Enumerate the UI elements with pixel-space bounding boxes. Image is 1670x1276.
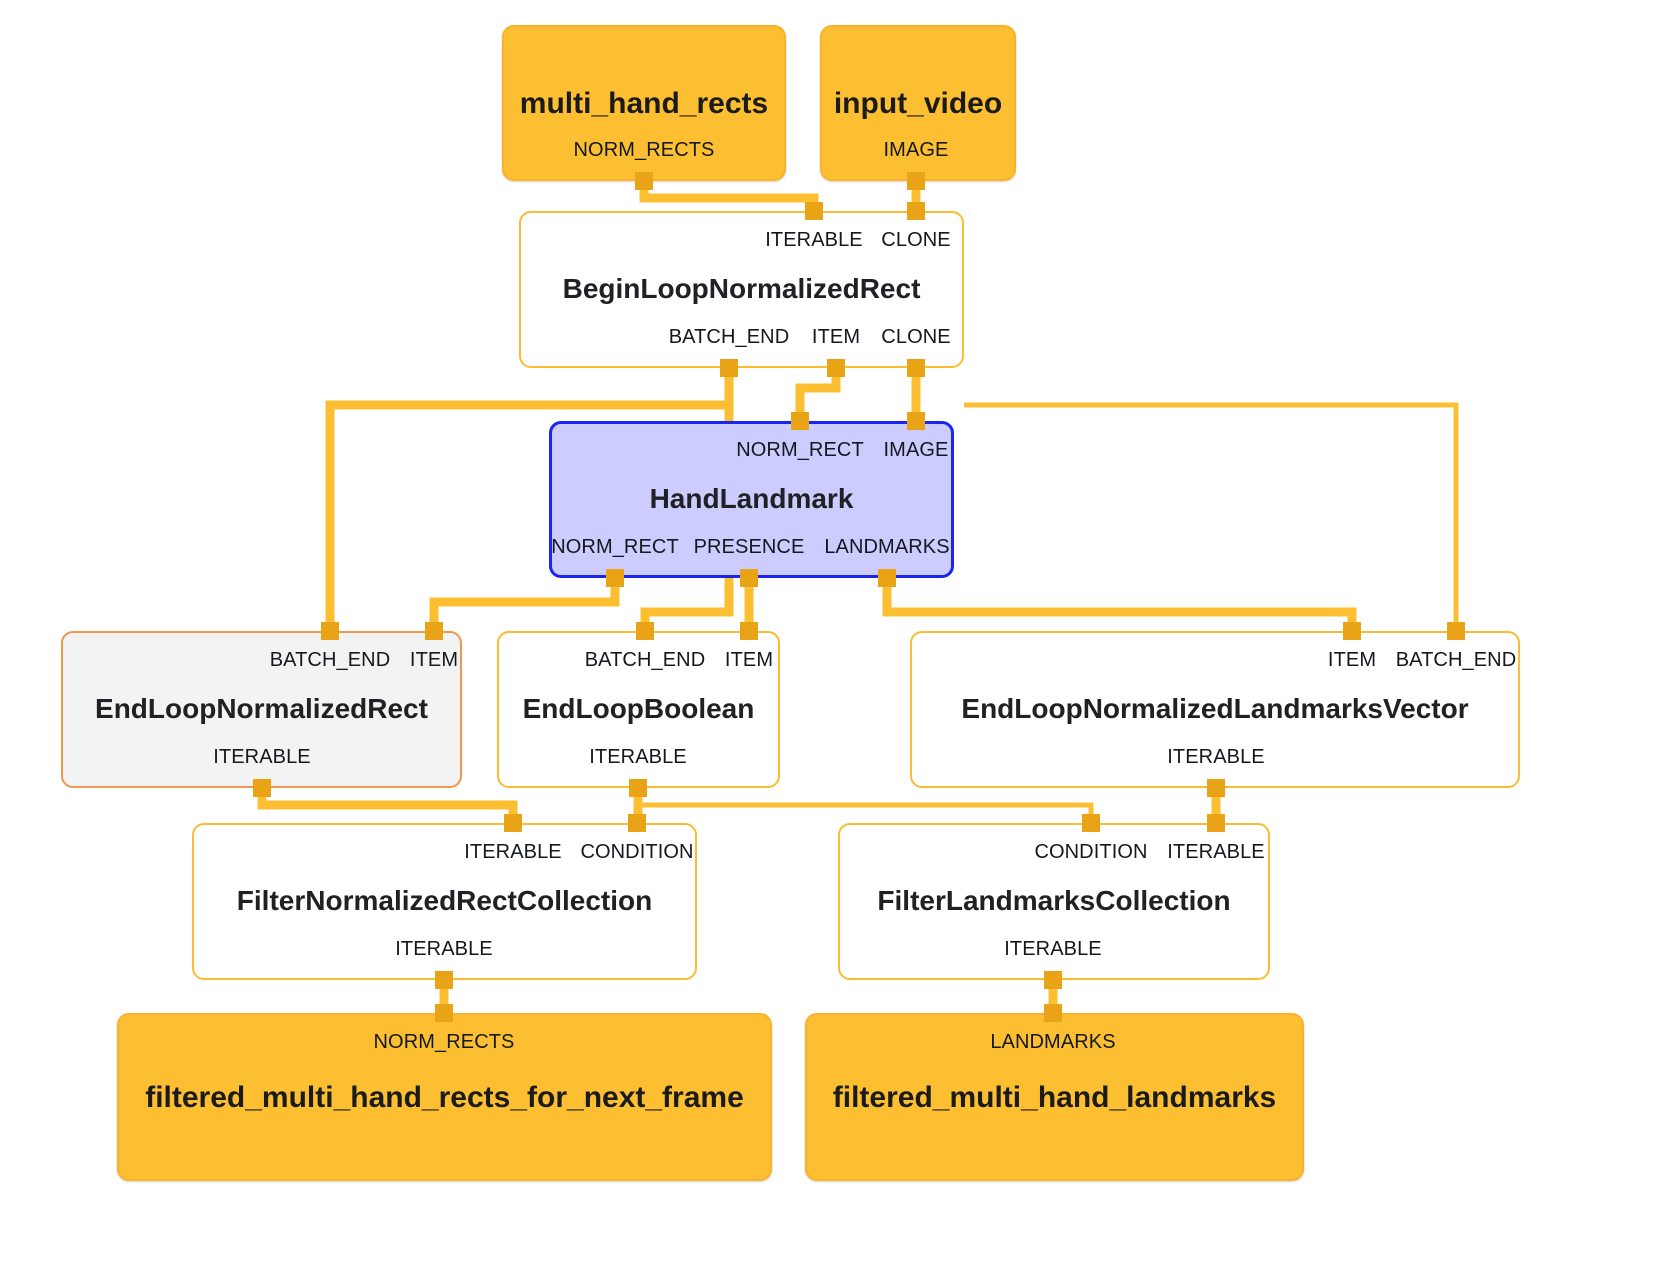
node-title: filtered_multi_hand_landmarks bbox=[832, 1080, 1277, 1114]
port-dot-out-iterable[interactable] bbox=[629, 779, 647, 797]
port-dot-out-image[interactable] bbox=[907, 172, 925, 190]
port-label-in-iterable[interactable]: ITERABLE bbox=[464, 841, 562, 863]
graph-node-EndLoopNormalizedRect[interactable]: EndLoopNormalizedRect bbox=[61, 631, 462, 788]
port-dot-out-norm_rects[interactable] bbox=[635, 172, 653, 190]
node-title: EndLoopNormalizedLandmarksVector bbox=[961, 693, 1469, 725]
port-dot-in-norm_rects[interactable] bbox=[435, 1004, 453, 1022]
port-dot-out-clone[interactable] bbox=[907, 359, 925, 377]
port-label-in-iterable[interactable]: ITERABLE bbox=[765, 229, 863, 251]
graph-edge bbox=[639, 181, 819, 211]
port-dot-in-batch_end[interactable] bbox=[321, 622, 339, 640]
port-dot-in-condition[interactable] bbox=[628, 814, 646, 832]
port-label-out-iterable[interactable]: ITERABLE bbox=[213, 746, 311, 768]
port-label-out-batch_end[interactable]: BATCH_END bbox=[668, 326, 790, 348]
port-label-out-iterable[interactable]: ITERABLE bbox=[1167, 746, 1265, 768]
port-label-in-condition[interactable]: CONDITION bbox=[580, 841, 694, 863]
port-dot-in-iterable[interactable] bbox=[805, 202, 823, 220]
graph-node-FilterNormalizedRectCollection[interactable]: FilterNormalizedRectCollection bbox=[192, 823, 697, 980]
graph-node-EndLoopNormalizedLandmarksVector[interactable]: EndLoopNormalizedLandmarksVector bbox=[910, 631, 1520, 788]
port-label-out-landmarks[interactable]: LANDMARKS bbox=[824, 536, 950, 558]
graph-node-EndLoopBoolean[interactable]: EndLoopBoolean bbox=[497, 631, 780, 788]
port-dot-out-norm_rect[interactable] bbox=[606, 569, 624, 587]
port-dot-in-item[interactable] bbox=[1343, 622, 1361, 640]
node-title: multi_hand_rects bbox=[519, 86, 769, 120]
port-dot-out-iterable[interactable] bbox=[253, 779, 271, 797]
graph-edge bbox=[429, 578, 620, 631]
port-label-in-batch_end[interactable]: BATCH_END bbox=[584, 649, 706, 671]
port-label-in-condition[interactable]: CONDITION bbox=[1034, 841, 1148, 863]
port-dot-out-landmarks[interactable] bbox=[878, 569, 896, 587]
port-label-in-iterable[interactable]: ITERABLE bbox=[1167, 841, 1265, 863]
node-title: input_video bbox=[833, 86, 1003, 120]
port-label-out-norm_rects[interactable]: NORM_RECTS bbox=[573, 139, 715, 161]
port-dot-in-condition[interactable] bbox=[1082, 814, 1100, 832]
port-label-in-landmarks[interactable]: LANDMARKS bbox=[990, 1031, 1116, 1053]
port-label-out-image[interactable]: IMAGE bbox=[883, 139, 949, 161]
port-label-out-iterable[interactable]: ITERABLE bbox=[1004, 938, 1102, 960]
port-dot-in-norm_rect[interactable] bbox=[791, 412, 809, 430]
port-label-in-norm_rect[interactable]: NORM_RECT bbox=[736, 439, 864, 461]
graph-node-BeginLoopNormalizedRect[interactable]: BeginLoopNormalizedRect bbox=[519, 211, 964, 368]
port-dot-in-iterable[interactable] bbox=[1207, 814, 1225, 832]
port-label-out-presence[interactable]: PRESENCE bbox=[693, 536, 805, 558]
graph-edge bbox=[882, 578, 1357, 631]
port-dot-in-iterable[interactable] bbox=[504, 814, 522, 832]
graph-node-multi_hand_rects[interactable]: multi_hand_rects bbox=[502, 25, 786, 181]
graph-node-filtered_multi_hand_rects_for_next_frame[interactable]: filtered_multi_hand_rects_for_next_frame bbox=[117, 1013, 772, 1181]
node-title: BeginLoopNormalizedRect bbox=[562, 273, 921, 305]
node-title: EndLoopNormalizedRect bbox=[95, 693, 428, 725]
port-dot-in-image[interactable] bbox=[907, 412, 925, 430]
port-dot-in-batch_end[interactable] bbox=[636, 622, 654, 640]
port-dot-in-item[interactable] bbox=[425, 622, 443, 640]
port-label-in-item[interactable]: ITEM bbox=[409, 649, 459, 671]
graph-node-HandLandmark[interactable]: HandLandmark bbox=[549, 421, 954, 578]
node-title: filtered_multi_hand_rects_for_next_frame bbox=[145, 1080, 744, 1114]
graph-node-FilterLandmarksCollection[interactable]: FilterLandmarksCollection bbox=[838, 823, 1270, 980]
graph-edge bbox=[638, 802, 1094, 823]
port-label-out-item[interactable]: ITEM bbox=[811, 326, 861, 348]
graph-edge bbox=[964, 402, 1459, 631]
node-title: FilterNormalizedRectCollection bbox=[236, 885, 653, 917]
port-dot-in-landmarks[interactable] bbox=[1044, 1004, 1062, 1022]
node-title: HandLandmark bbox=[649, 483, 854, 515]
port-label-out-iterable[interactable]: ITERABLE bbox=[589, 746, 687, 768]
node-title: EndLoopBoolean bbox=[522, 693, 755, 725]
port-label-in-clone[interactable]: CLONE bbox=[881, 229, 951, 251]
port-label-in-norm_rects[interactable]: NORM_RECTS bbox=[373, 1031, 515, 1053]
port-dot-in-batch_end[interactable] bbox=[1447, 622, 1465, 640]
graph-node-filtered_multi_hand_landmarks[interactable]: filtered_multi_hand_landmarks bbox=[805, 1013, 1304, 1181]
port-dot-out-batch_end[interactable] bbox=[720, 359, 738, 377]
port-label-in-item[interactable]: ITEM bbox=[1327, 649, 1377, 671]
port-dot-out-item[interactable] bbox=[827, 359, 845, 377]
port-label-in-image[interactable]: IMAGE bbox=[883, 439, 949, 461]
port-dot-out-iterable[interactable] bbox=[435, 971, 453, 989]
graph-edge bbox=[257, 788, 518, 823]
port-label-in-batch_end[interactable]: BATCH_END bbox=[269, 649, 391, 671]
port-label-out-iterable[interactable]: ITERABLE bbox=[395, 938, 493, 960]
port-dot-in-item[interactable] bbox=[740, 622, 758, 640]
port-label-out-clone[interactable]: CLONE bbox=[881, 326, 951, 348]
port-label-in-item[interactable]: ITEM bbox=[724, 649, 774, 671]
port-dot-in-clone[interactable] bbox=[907, 202, 925, 220]
port-label-in-batch_end[interactable]: BATCH_END bbox=[1395, 649, 1517, 671]
port-label-out-norm_rect[interactable]: NORM_RECT bbox=[551, 536, 679, 558]
node-title: FilterLandmarksCollection bbox=[877, 885, 1231, 917]
port-dot-out-iterable[interactable] bbox=[1044, 971, 1062, 989]
port-dot-out-iterable[interactable] bbox=[1207, 779, 1225, 797]
port-dot-out-presence[interactable] bbox=[740, 569, 758, 587]
